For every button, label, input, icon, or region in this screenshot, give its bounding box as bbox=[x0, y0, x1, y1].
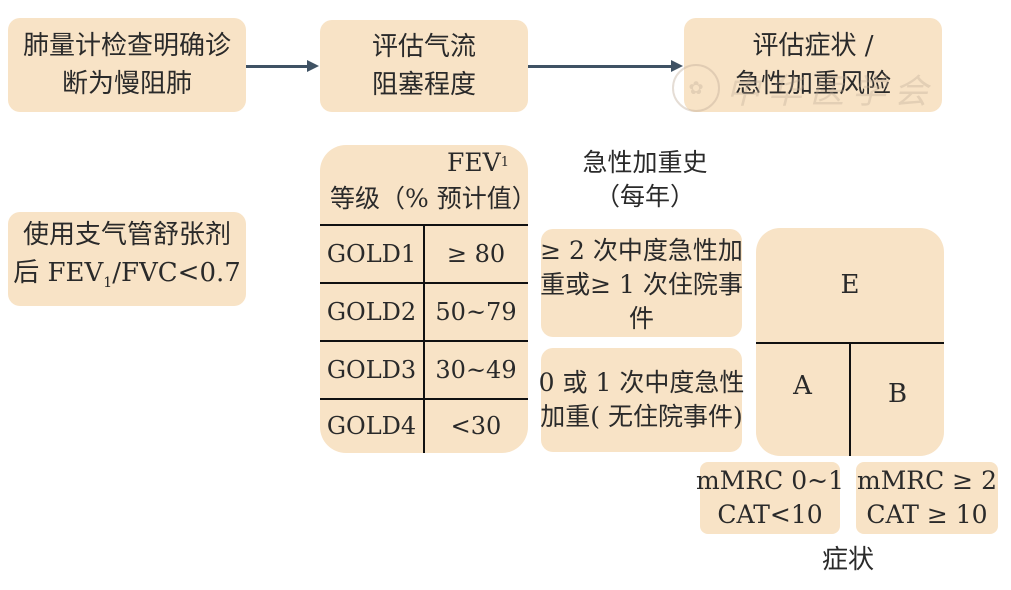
high-exacerbation-line2: 重或≥ 1 次住院事 bbox=[540, 270, 743, 299]
gold1-grade: GOLD1 bbox=[326, 239, 417, 268]
symptom-risk-box: 评估症状 / 急性加重风险 bbox=[684, 18, 942, 112]
symptom-risk-line1: 评估症状 / bbox=[752, 31, 874, 61]
table-column-divider bbox=[423, 224, 425, 453]
group-grid-column-divider bbox=[849, 342, 851, 456]
high-exacerbation-line3: 件 bbox=[628, 304, 654, 333]
high-symptom-cat: CAT ≥ 10 bbox=[866, 500, 988, 529]
high-exacerbation-box: ≥ 2 次中度急性加 重或≥ 1 次住院事 件 bbox=[540, 229, 743, 337]
exacerbation-title-line2: （每年） bbox=[594, 182, 695, 211]
arrow-step2-to-step3 bbox=[528, 60, 683, 72]
exacerbation-history-title: 急性加重史 （每年） bbox=[560, 146, 730, 214]
gold2-range: 50~79 bbox=[435, 297, 517, 326]
diagnostic-criterion-box: 使用支气管舒张剂 后 FEV1/FVC<0.7 bbox=[8, 212, 246, 306]
high-exacerbation-line1: ≥ 2 次中度急性加 bbox=[540, 236, 743, 265]
low-exacerbation-line1: 0 或 1 次中度急性 bbox=[538, 368, 745, 397]
symptom-risk-line2: 急性加重风险 bbox=[734, 69, 891, 99]
high-symptom-mmrc: mMRC ≥ 2 bbox=[856, 466, 997, 495]
gold4-grade: GOLD4 bbox=[326, 412, 417, 440]
gold1-range: ≥ 80 bbox=[446, 239, 506, 268]
symptom-axis-label: 症状 bbox=[821, 545, 874, 575]
low-symptom-mmrc: mMRC 0~1 bbox=[696, 466, 844, 495]
criterion-line2: 后 FEV1/FVC<0.7 bbox=[13, 257, 241, 292]
arrow-step1-to-step2 bbox=[246, 60, 319, 72]
airflow-text-line2: 阻塞程度 bbox=[371, 70, 476, 100]
table-header-grade: 等级（% 预计值） bbox=[330, 184, 528, 213]
gold3-range: 30~49 bbox=[435, 355, 517, 384]
criterion-line1: 使用支气管舒张剂 bbox=[22, 219, 231, 250]
airflow-text-line1: 评估气流 bbox=[371, 32, 476, 62]
diagnosis-box: 肺量计检查明确诊 断为慢阻肺 bbox=[8, 18, 246, 112]
group-abe-grid: E A B bbox=[756, 228, 944, 456]
group-b-label: B bbox=[887, 379, 908, 409]
group-a-label: A bbox=[793, 371, 812, 401]
low-exacerbation-box: 0 或 1 次中度急性 加重( 无住院事件) bbox=[538, 348, 745, 452]
exacerbation-title-line1: 急性加重史 bbox=[582, 148, 708, 177]
diagnosis-text-line2: 断为慢阻肺 bbox=[61, 69, 192, 99]
low-exacerbation-line2: 加重( 无住院事件) bbox=[540, 402, 743, 431]
airflow-assessment-box: 评估气流 阻塞程度 bbox=[320, 20, 528, 112]
group-e-label: E bbox=[840, 270, 860, 300]
gold4-range: <30 bbox=[450, 412, 502, 440]
diagnosis-text-line1: 肺量计检查明确诊 bbox=[22, 31, 231, 61]
low-symptom-cat: CAT<10 bbox=[717, 500, 823, 529]
gold3-grade: GOLD3 bbox=[326, 355, 417, 384]
low-symptom-box: mMRC 0~1 CAT<10 bbox=[696, 462, 844, 534]
high-symptom-box: mMRC ≥ 2 CAT ≥ 10 bbox=[856, 462, 998, 534]
gold2-grade: GOLD2 bbox=[326, 297, 417, 326]
